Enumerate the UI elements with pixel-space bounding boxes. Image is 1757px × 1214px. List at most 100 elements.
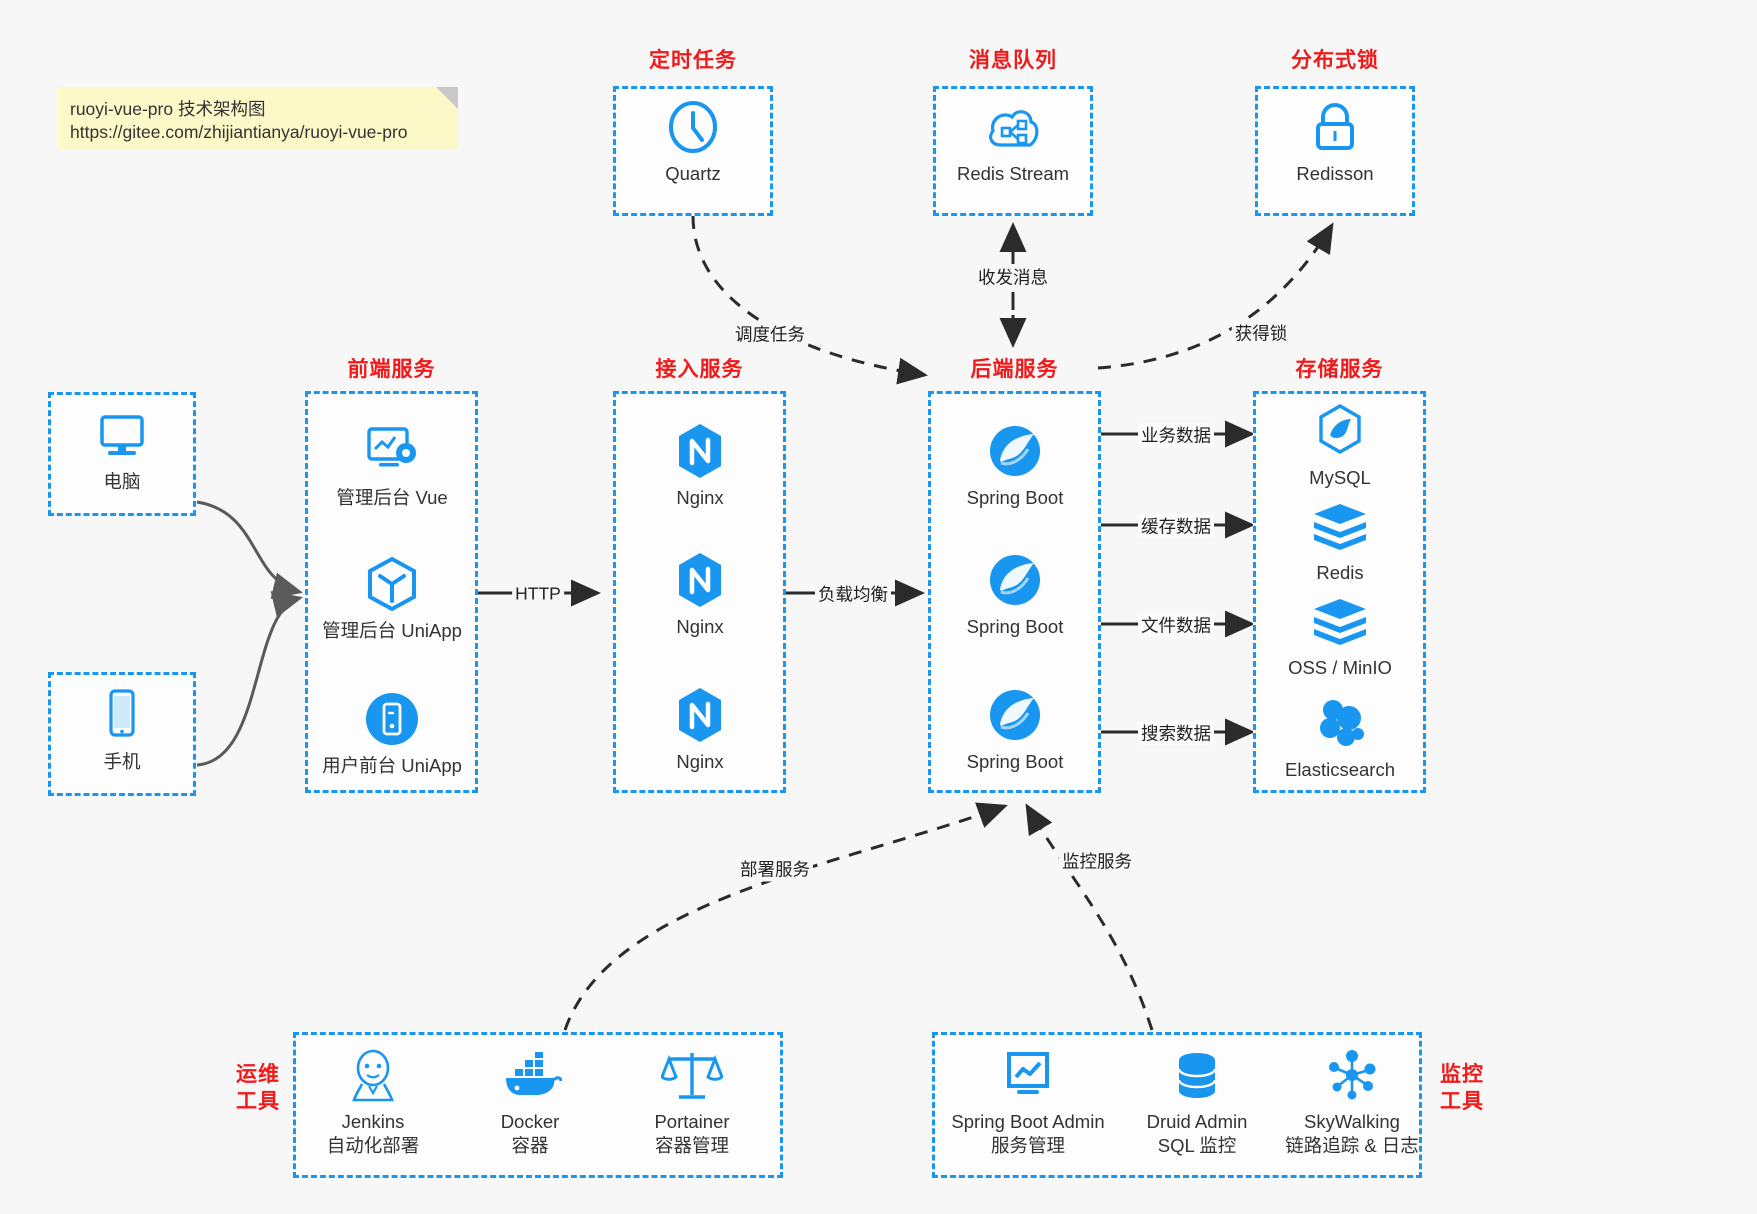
group-title-monitor-line2: 工具 bbox=[1440, 1090, 1484, 1113]
node-docker[interactable]: Docker 容器 bbox=[450, 1044, 610, 1158]
portainer-scale-icon bbox=[612, 1044, 772, 1106]
node-mysql[interactable]: MySQL bbox=[1260, 400, 1420, 490]
docker-whale-icon bbox=[450, 1044, 610, 1106]
node-elasticsearch[interactable]: Elasticsearch bbox=[1260, 692, 1420, 782]
node-nginx-1[interactable]: Nginx bbox=[620, 420, 780, 510]
node-redis-stream[interactable]: Redis Stream bbox=[933, 96, 1093, 186]
node-sublabel: 服务管理 bbox=[990, 1135, 1065, 1156]
node-spring-boot-2[interactable]: Spring Boot bbox=[935, 549, 1095, 639]
edge-label-http: HTTP bbox=[512, 583, 564, 605]
node-label: Redisson bbox=[1296, 163, 1374, 184]
edge-label-acquire-lock: 获得锁 bbox=[1231, 320, 1291, 346]
node-jenkins[interactable]: Jenkins 自动化部署 bbox=[293, 1044, 453, 1158]
node-oss-minio[interactable]: OSS / MinIO bbox=[1260, 590, 1420, 680]
lock-icon bbox=[1255, 96, 1415, 158]
node-spring-boot-1[interactable]: Spring Boot bbox=[935, 420, 1095, 510]
node-label: Redis bbox=[1316, 562, 1364, 583]
nginx-icon bbox=[620, 549, 780, 611]
uniapp-cube-icon bbox=[312, 553, 472, 615]
group-box-lock bbox=[1255, 86, 1415, 216]
node-label: Redis Stream bbox=[956, 163, 1070, 184]
edge-label-monitor-service: 监控服务 bbox=[1059, 848, 1135, 874]
smartphone-icon bbox=[42, 684, 202, 746]
node-label: Docker bbox=[500, 1111, 560, 1132]
group-title-mq: 消息队列 bbox=[969, 49, 1057, 72]
desktop-monitor-icon bbox=[42, 404, 202, 466]
note-fold-corner bbox=[436, 87, 458, 109]
spring-leaf-icon bbox=[935, 684, 1095, 746]
node-label: Spring Boot Admin bbox=[951, 1111, 1105, 1132]
monitor-chart-icon bbox=[942, 1044, 1114, 1106]
mysql-dolphin-icon bbox=[1260, 400, 1420, 462]
node-label: Spring Boot bbox=[966, 751, 1064, 772]
cloud-stream-icon bbox=[933, 96, 1093, 158]
edge-label-deploy-service: 部署服务 bbox=[737, 856, 813, 882]
group-title-frontend: 前端服务 bbox=[347, 358, 436, 381]
node-label: MySQL bbox=[1309, 467, 1371, 488]
elasticsearch-icon bbox=[1260, 692, 1420, 754]
node-label: 手机 bbox=[103, 751, 141, 772]
edge-label-search-data: 搜索数据 bbox=[1138, 720, 1214, 746]
node-spring-boot-3[interactable]: Spring Boot bbox=[935, 684, 1095, 774]
node-label: Nginx bbox=[676, 616, 724, 637]
node-label: Spring Boot bbox=[966, 616, 1064, 637]
edge-label-file-data: 文件数据 bbox=[1138, 612, 1214, 638]
group-box-mq bbox=[933, 86, 1093, 216]
node-phone[interactable]: 手机 bbox=[42, 684, 202, 774]
redis-stack-icon bbox=[1260, 590, 1420, 652]
node-spring-boot-admin[interactable]: Spring Boot Admin 服务管理 bbox=[942, 1044, 1114, 1158]
group-box-monitor bbox=[932, 1032, 1422, 1178]
group-title-storage: 存储服务 bbox=[1295, 358, 1384, 381]
sticky-note: ruoyi-vue-pro 技术架构图 https://gitee.com/zh… bbox=[58, 87, 458, 149]
node-user-uniapp[interactable]: 用户前台 UniApp bbox=[312, 688, 472, 778]
node-label: Nginx bbox=[676, 487, 724, 508]
node-admin-vue[interactable]: 管理后台 Vue bbox=[312, 420, 472, 510]
group-title-monitor: 监控 工具 bbox=[1432, 1061, 1492, 1115]
mobile-app-icon bbox=[312, 688, 472, 750]
node-portainer[interactable]: Portainer 容器管理 bbox=[612, 1044, 772, 1158]
node-redis[interactable]: Redis bbox=[1260, 495, 1420, 585]
edge-label-load-balance: 负载均衡 bbox=[815, 581, 891, 607]
node-nginx-3[interactable]: Nginx bbox=[620, 684, 780, 774]
node-sublabel: 容器 bbox=[511, 1135, 549, 1156]
node-label: Spring Boot bbox=[966, 487, 1064, 508]
note-title: ruoyi-vue-pro 技术架构图 bbox=[70, 99, 266, 119]
node-label: Nginx bbox=[676, 751, 724, 772]
note-url: https://gitee.com/zhijiantianya/ruoyi-vu… bbox=[70, 122, 408, 142]
nginx-icon bbox=[620, 684, 780, 746]
edge-label-send-receive-msg: 收发消息 bbox=[975, 264, 1051, 290]
group-title-devops: 运维 工具 bbox=[228, 1061, 288, 1115]
node-label: 电脑 bbox=[103, 471, 141, 492]
node-label: 用户前台 UniApp bbox=[322, 755, 462, 776]
node-label: SkyWalking bbox=[1304, 1111, 1400, 1132]
database-icon bbox=[1117, 1044, 1277, 1106]
spring-leaf-icon bbox=[935, 420, 1095, 482]
node-quartz[interactable]: Quartz bbox=[613, 96, 773, 186]
node-skywalking[interactable]: SkyWalking 链路追踪 & 日志 bbox=[1262, 1044, 1442, 1158]
node-sublabel: 链路追踪 & 日志 bbox=[1285, 1135, 1419, 1156]
node-label: OSS / MinIO bbox=[1288, 657, 1392, 678]
node-redisson[interactable]: Redisson bbox=[1255, 96, 1415, 186]
node-label: Elasticsearch bbox=[1284, 759, 1395, 780]
node-label: 管理后台 UniApp bbox=[322, 620, 462, 641]
clock-icon bbox=[613, 96, 773, 158]
redis-stack-icon bbox=[1260, 495, 1420, 557]
node-label: Druid Admin bbox=[1146, 1111, 1248, 1132]
dashboard-gear-icon bbox=[312, 420, 472, 482]
node-nginx-2[interactable]: Nginx bbox=[620, 549, 780, 639]
node-label: Quartz bbox=[665, 163, 721, 184]
node-sublabel: 自动化部署 bbox=[326, 1135, 420, 1156]
group-title-gateway: 接入服务 bbox=[655, 358, 744, 381]
node-pc[interactable]: 电脑 bbox=[42, 404, 202, 494]
nginx-icon bbox=[620, 420, 780, 482]
node-druid-admin[interactable]: Druid Admin SQL 监控 bbox=[1117, 1044, 1277, 1158]
group-title-backend: 后端服务 bbox=[970, 358, 1059, 381]
node-sublabel: 容器管理 bbox=[654, 1135, 729, 1156]
node-label: Jenkins bbox=[341, 1111, 405, 1132]
node-label: Portainer bbox=[654, 1111, 730, 1132]
node-admin-uniapp[interactable]: 管理后台 UniApp bbox=[312, 553, 472, 643]
group-title-lock: 分布式锁 bbox=[1291, 49, 1379, 72]
node-label: 管理后台 Vue bbox=[336, 487, 448, 508]
